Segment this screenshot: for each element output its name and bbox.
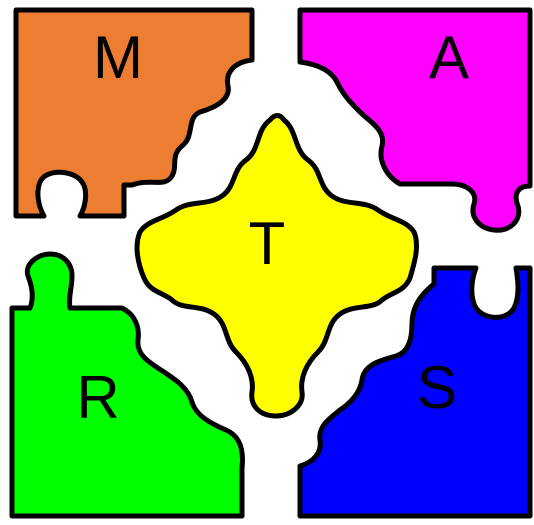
piece-letter-a: A [429, 24, 469, 91]
piece-letter-r: R [76, 364, 119, 431]
piece-letter-t: T [249, 210, 286, 277]
piece-letter-m: M [93, 24, 143, 91]
piece-letter-s: S [417, 354, 457, 421]
